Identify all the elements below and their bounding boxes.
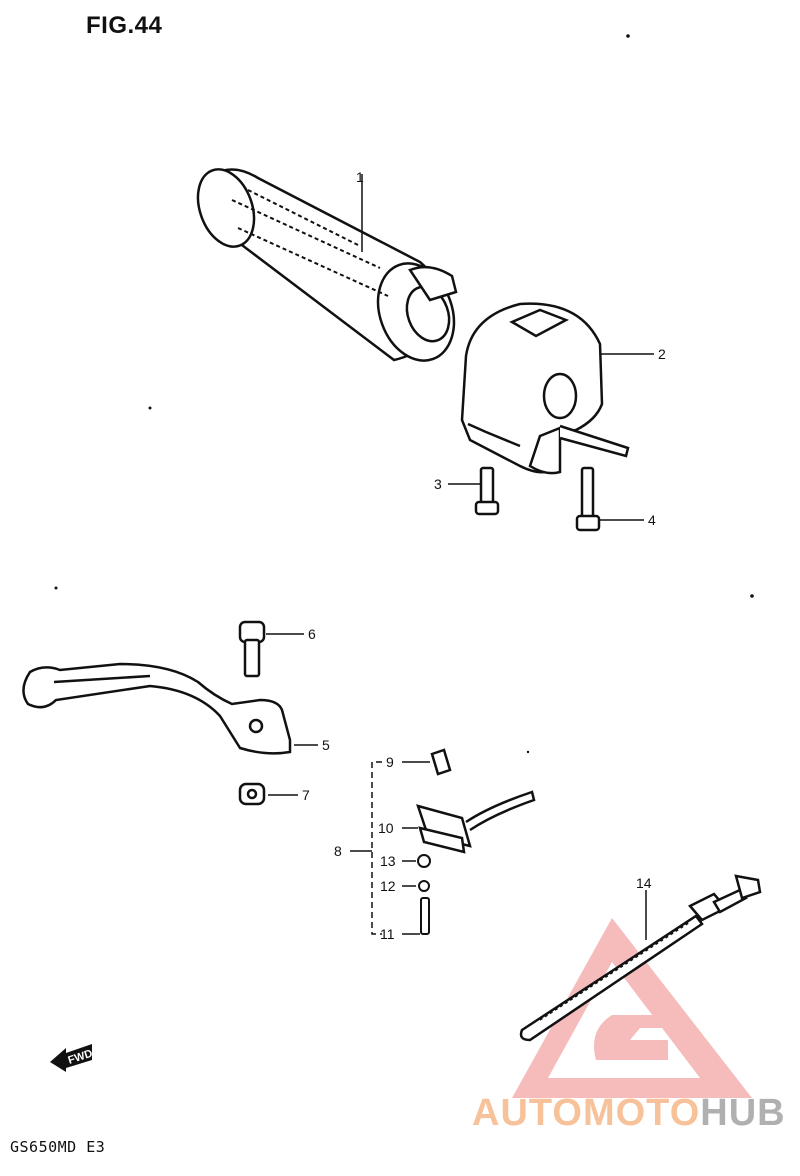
callout-6: 6	[308, 626, 316, 642]
watermark-part-b: HUB	[700, 1092, 786, 1134]
callout-8: 8	[334, 843, 342, 859]
callout-2: 2	[658, 346, 666, 362]
scan-specks	[54, 34, 754, 754]
grip-part-1	[196, 168, 458, 362]
figure-title: FIG.44	[86, 12, 163, 39]
switch-part-10	[416, 790, 536, 854]
callout-11: 11	[380, 926, 395, 942]
watermark-part-a: AUTOMOTO	[472, 1092, 701, 1134]
callout-5: 5	[322, 737, 330, 753]
callout-1: 1	[356, 169, 364, 185]
forward-arrow-icon: FWD	[50, 1044, 94, 1072]
spring-part-12	[418, 880, 430, 892]
callout-12: 12	[380, 878, 396, 894]
forward-label: FWD	[67, 1048, 95, 1067]
callout-9: 9	[386, 754, 394, 770]
watermark-logo-icon	[512, 918, 752, 1098]
callout-3: 3	[434, 476, 442, 492]
watermark-text: AUTOMOTOHUB	[472, 1092, 786, 1135]
callout-7: 7	[302, 787, 310, 803]
switch-housing-part-2	[460, 302, 630, 475]
callout-10: 10	[378, 820, 394, 836]
callout-4: 4	[648, 512, 656, 528]
callout-14: 14	[636, 875, 652, 891]
screw-part-11	[420, 897, 430, 935]
lever-part-5	[22, 662, 292, 755]
cable-tie-part-14	[519, 874, 762, 1042]
bolt-part-6	[238, 620, 266, 678]
model-code: GS650MD E3	[10, 1138, 106, 1156]
nut-part-7	[238, 782, 266, 806]
callout-13: 13	[380, 853, 396, 869]
screw-part-4	[575, 466, 601, 532]
group-bracket-part-8	[350, 761, 382, 935]
washer-part-13	[417, 854, 431, 868]
screw-part-3	[474, 466, 500, 516]
screw-part-9	[430, 748, 452, 776]
